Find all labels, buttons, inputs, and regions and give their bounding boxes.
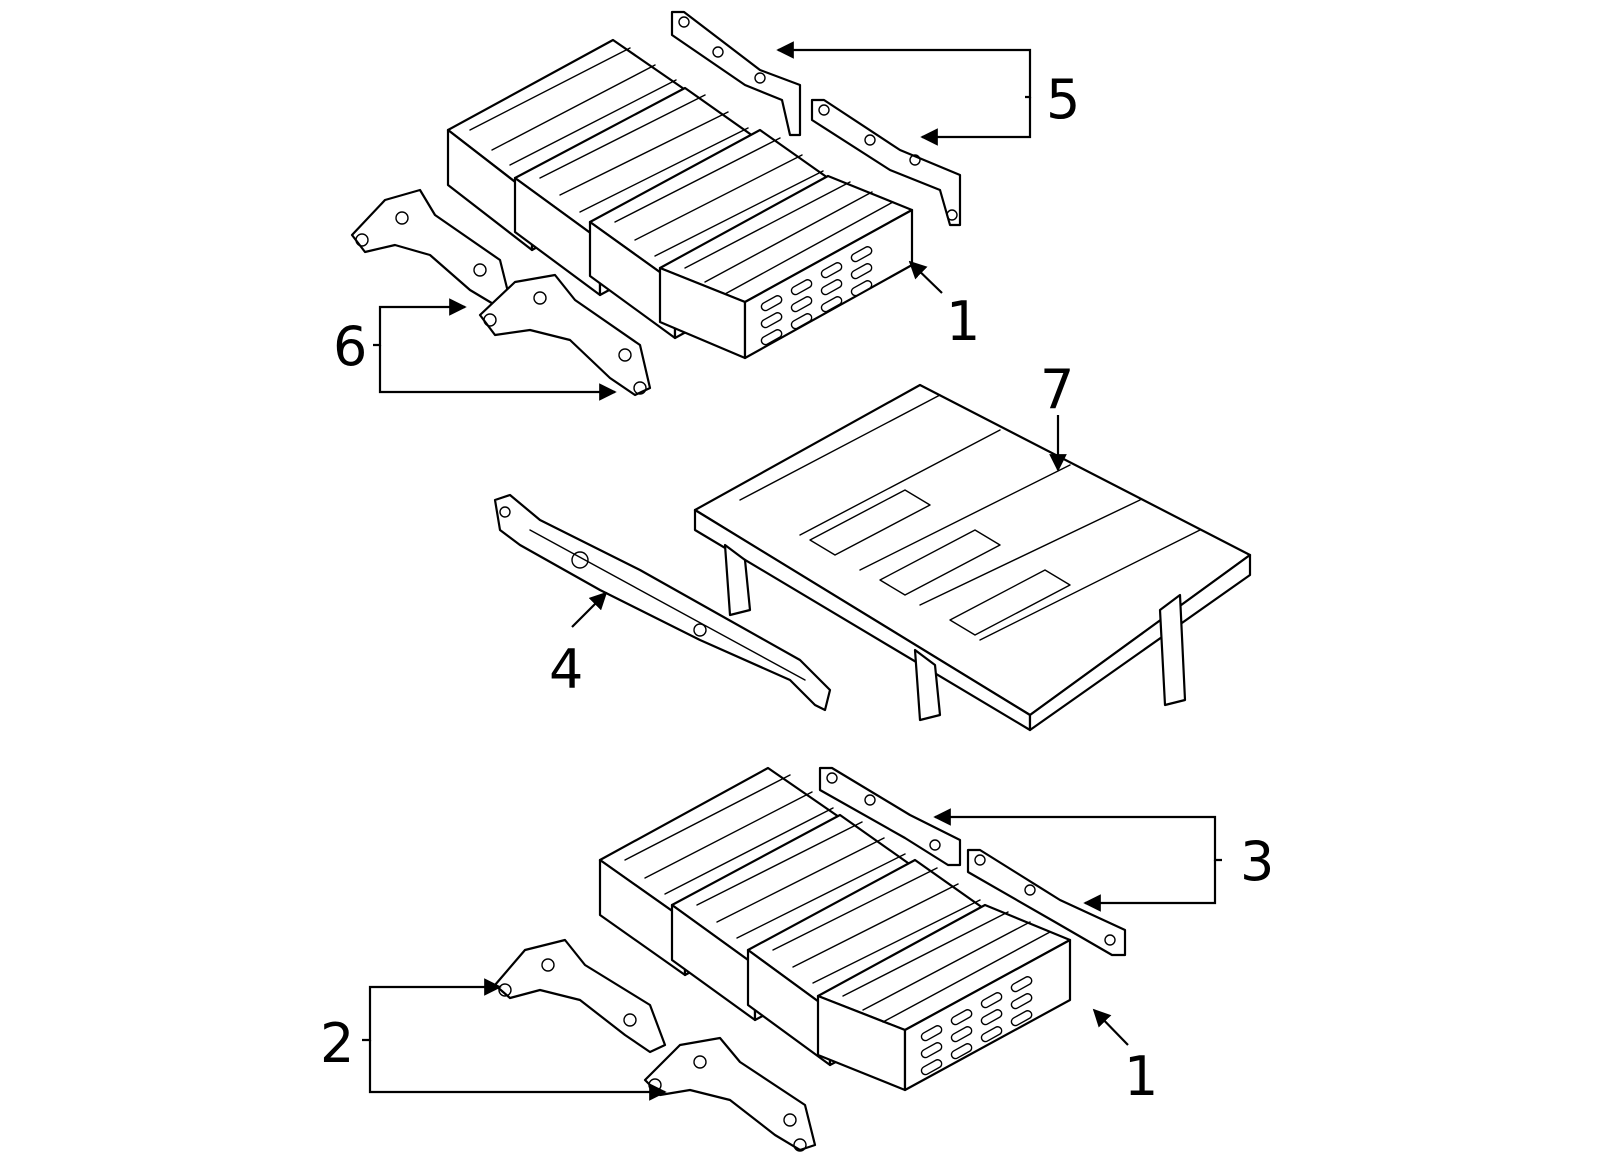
callout-1-bottom: 1 — [1124, 1045, 1158, 1108]
callouts: 5 1 6 7 4 3 1 2 — [320, 68, 1274, 1108]
module-bottom-4 — [816, 903, 1072, 1092]
callout-7: 7 — [1040, 358, 1074, 421]
callout-1-top: 1 — [946, 290, 980, 353]
vent-slots-top — [760, 246, 873, 346]
battery-module-bottom — [598, 766, 1072, 1092]
callout-6: 6 — [333, 315, 367, 378]
bracket-2 — [493, 938, 817, 1152]
battery-tray — [693, 383, 1252, 732]
leader-lines — [362, 41, 1222, 1101]
callout-2: 2 — [320, 1012, 354, 1075]
module-top-4 — [658, 174, 914, 360]
bracket-3 — [818, 766, 1127, 957]
bracket-5 — [670, 10, 962, 227]
bracket-6 — [350, 188, 652, 397]
callout-5: 5 — [1046, 68, 1080, 131]
battery-module-top — [446, 38, 914, 360]
callout-3: 3 — [1240, 830, 1274, 893]
vent-slots-bottom — [920, 976, 1033, 1076]
callout-4: 4 — [549, 638, 583, 701]
side-rail-4 — [493, 493, 832, 712]
